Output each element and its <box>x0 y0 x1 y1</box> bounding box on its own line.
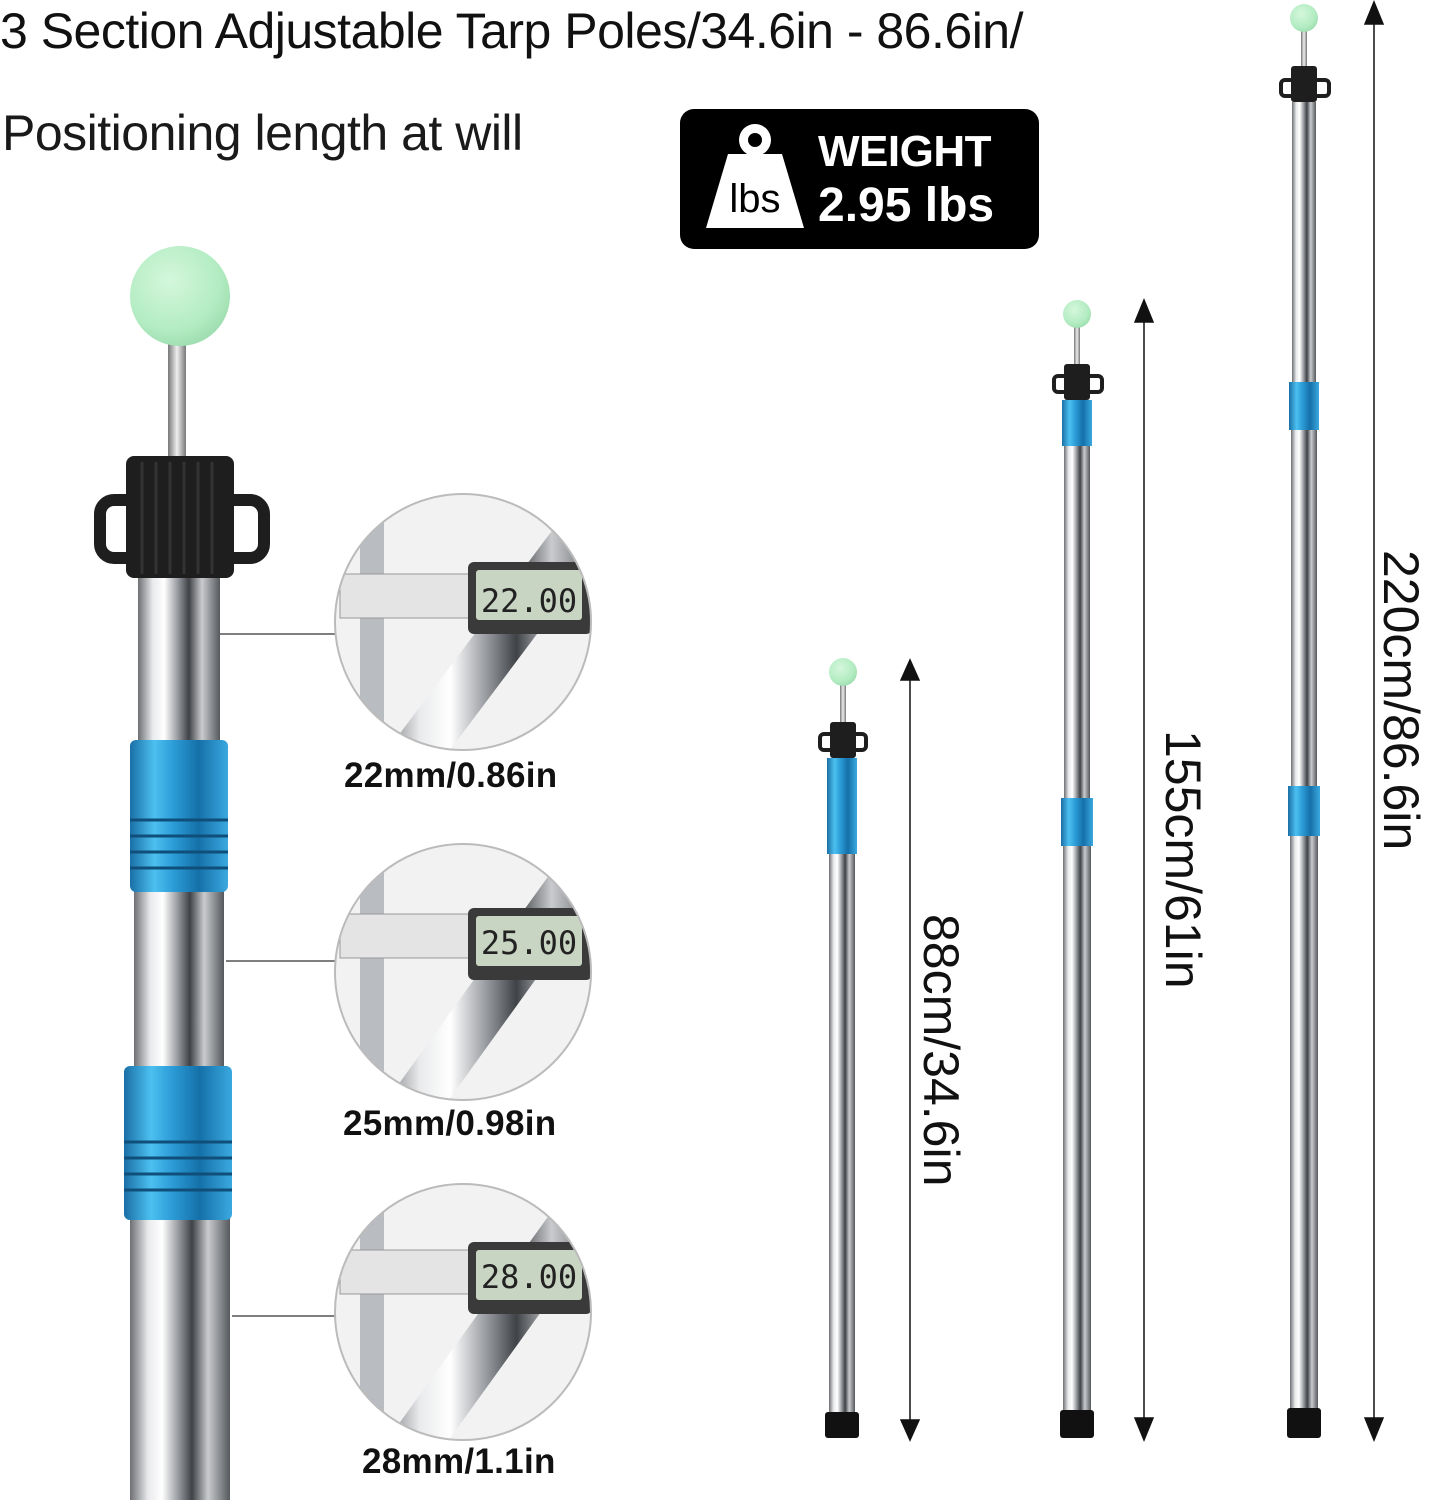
weight-label: WEIGHT <box>818 127 991 176</box>
page-title: 3 Section Adjustable Tarp Poles/34.6in -… <box>0 3 1024 59</box>
weight-icon: lbs <box>706 124 804 228</box>
pole-medium <box>1052 300 1104 1438</box>
pole-cap <box>126 456 234 578</box>
weight-icon-text: lbs <box>729 177 780 221</box>
svg-text:22.00: 22.00 <box>481 582 577 620</box>
caliper-circle-2: 25.00 <box>334 843 592 1101</box>
diameter-label-22mm: 22mm/0.86in <box>344 756 558 795</box>
diameter-label-25mm: 25mm/0.98in <box>343 1104 557 1143</box>
length-label-88cm: 88cm/34.6in <box>913 914 969 1187</box>
length-label-155cm: 155cm/61in <box>1155 730 1211 989</box>
svg-text:28.00: 28.00 <box>481 1258 577 1296</box>
weight-value: 2.95 lbs <box>818 179 995 232</box>
svg-text:25.00: 25.00 <box>481 924 577 962</box>
page-subtitle: Positioning length at will <box>2 105 523 161</box>
pole-short <box>818 658 868 1438</box>
caliper-circle-1: 22.00 <box>334 493 592 751</box>
caliper-circle-3: 28.00 <box>334 1183 592 1441</box>
closeup-pole <box>94 246 270 1500</box>
pole-long <box>1279 4 1331 1438</box>
blue-collar <box>130 740 228 892</box>
diameter-label-28mm: 28mm/1.1in <box>362 1442 556 1481</box>
dimension-arrows <box>899 0 1385 1442</box>
glow-ball-icon <box>130 246 230 346</box>
length-label-220cm: 220cm/86.6in <box>1373 550 1429 851</box>
